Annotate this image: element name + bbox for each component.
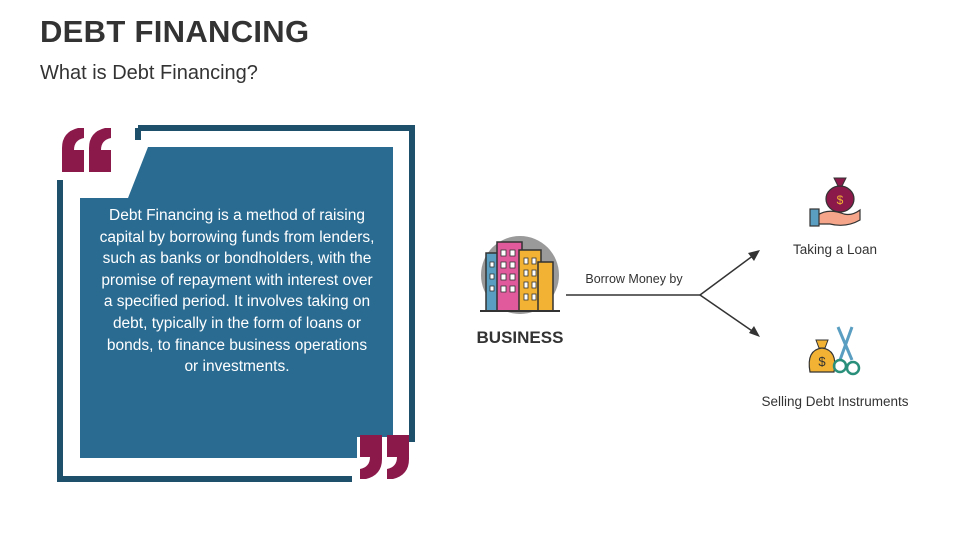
branch-down-arrow xyxy=(699,294,759,336)
close-quote-icon xyxy=(360,435,409,479)
branch-up-arrow xyxy=(699,251,759,296)
quote-panel xyxy=(80,147,393,458)
svg-text:$: $ xyxy=(837,193,844,207)
office-building-icon xyxy=(480,236,560,314)
open-quote-icon xyxy=(62,128,111,172)
slide-subtitle: What is Debt Financing? xyxy=(40,62,258,84)
slide-title: DEBT FINANCING xyxy=(40,14,310,49)
quote-text: Debt Financing is a method of raising ca… xyxy=(99,207,375,376)
svg-text:$: $ xyxy=(818,354,826,369)
money-bag-hand-icon: $ xyxy=(809,177,861,227)
money-bag-scissors-icon: $ xyxy=(808,326,861,376)
business-label: BUSINESS xyxy=(476,328,564,347)
edge-label: Borrow Money by xyxy=(585,272,683,286)
selling-debt-label: Selling Debt Instruments xyxy=(761,394,909,409)
taking-loan-label: Taking a Loan xyxy=(792,242,878,257)
